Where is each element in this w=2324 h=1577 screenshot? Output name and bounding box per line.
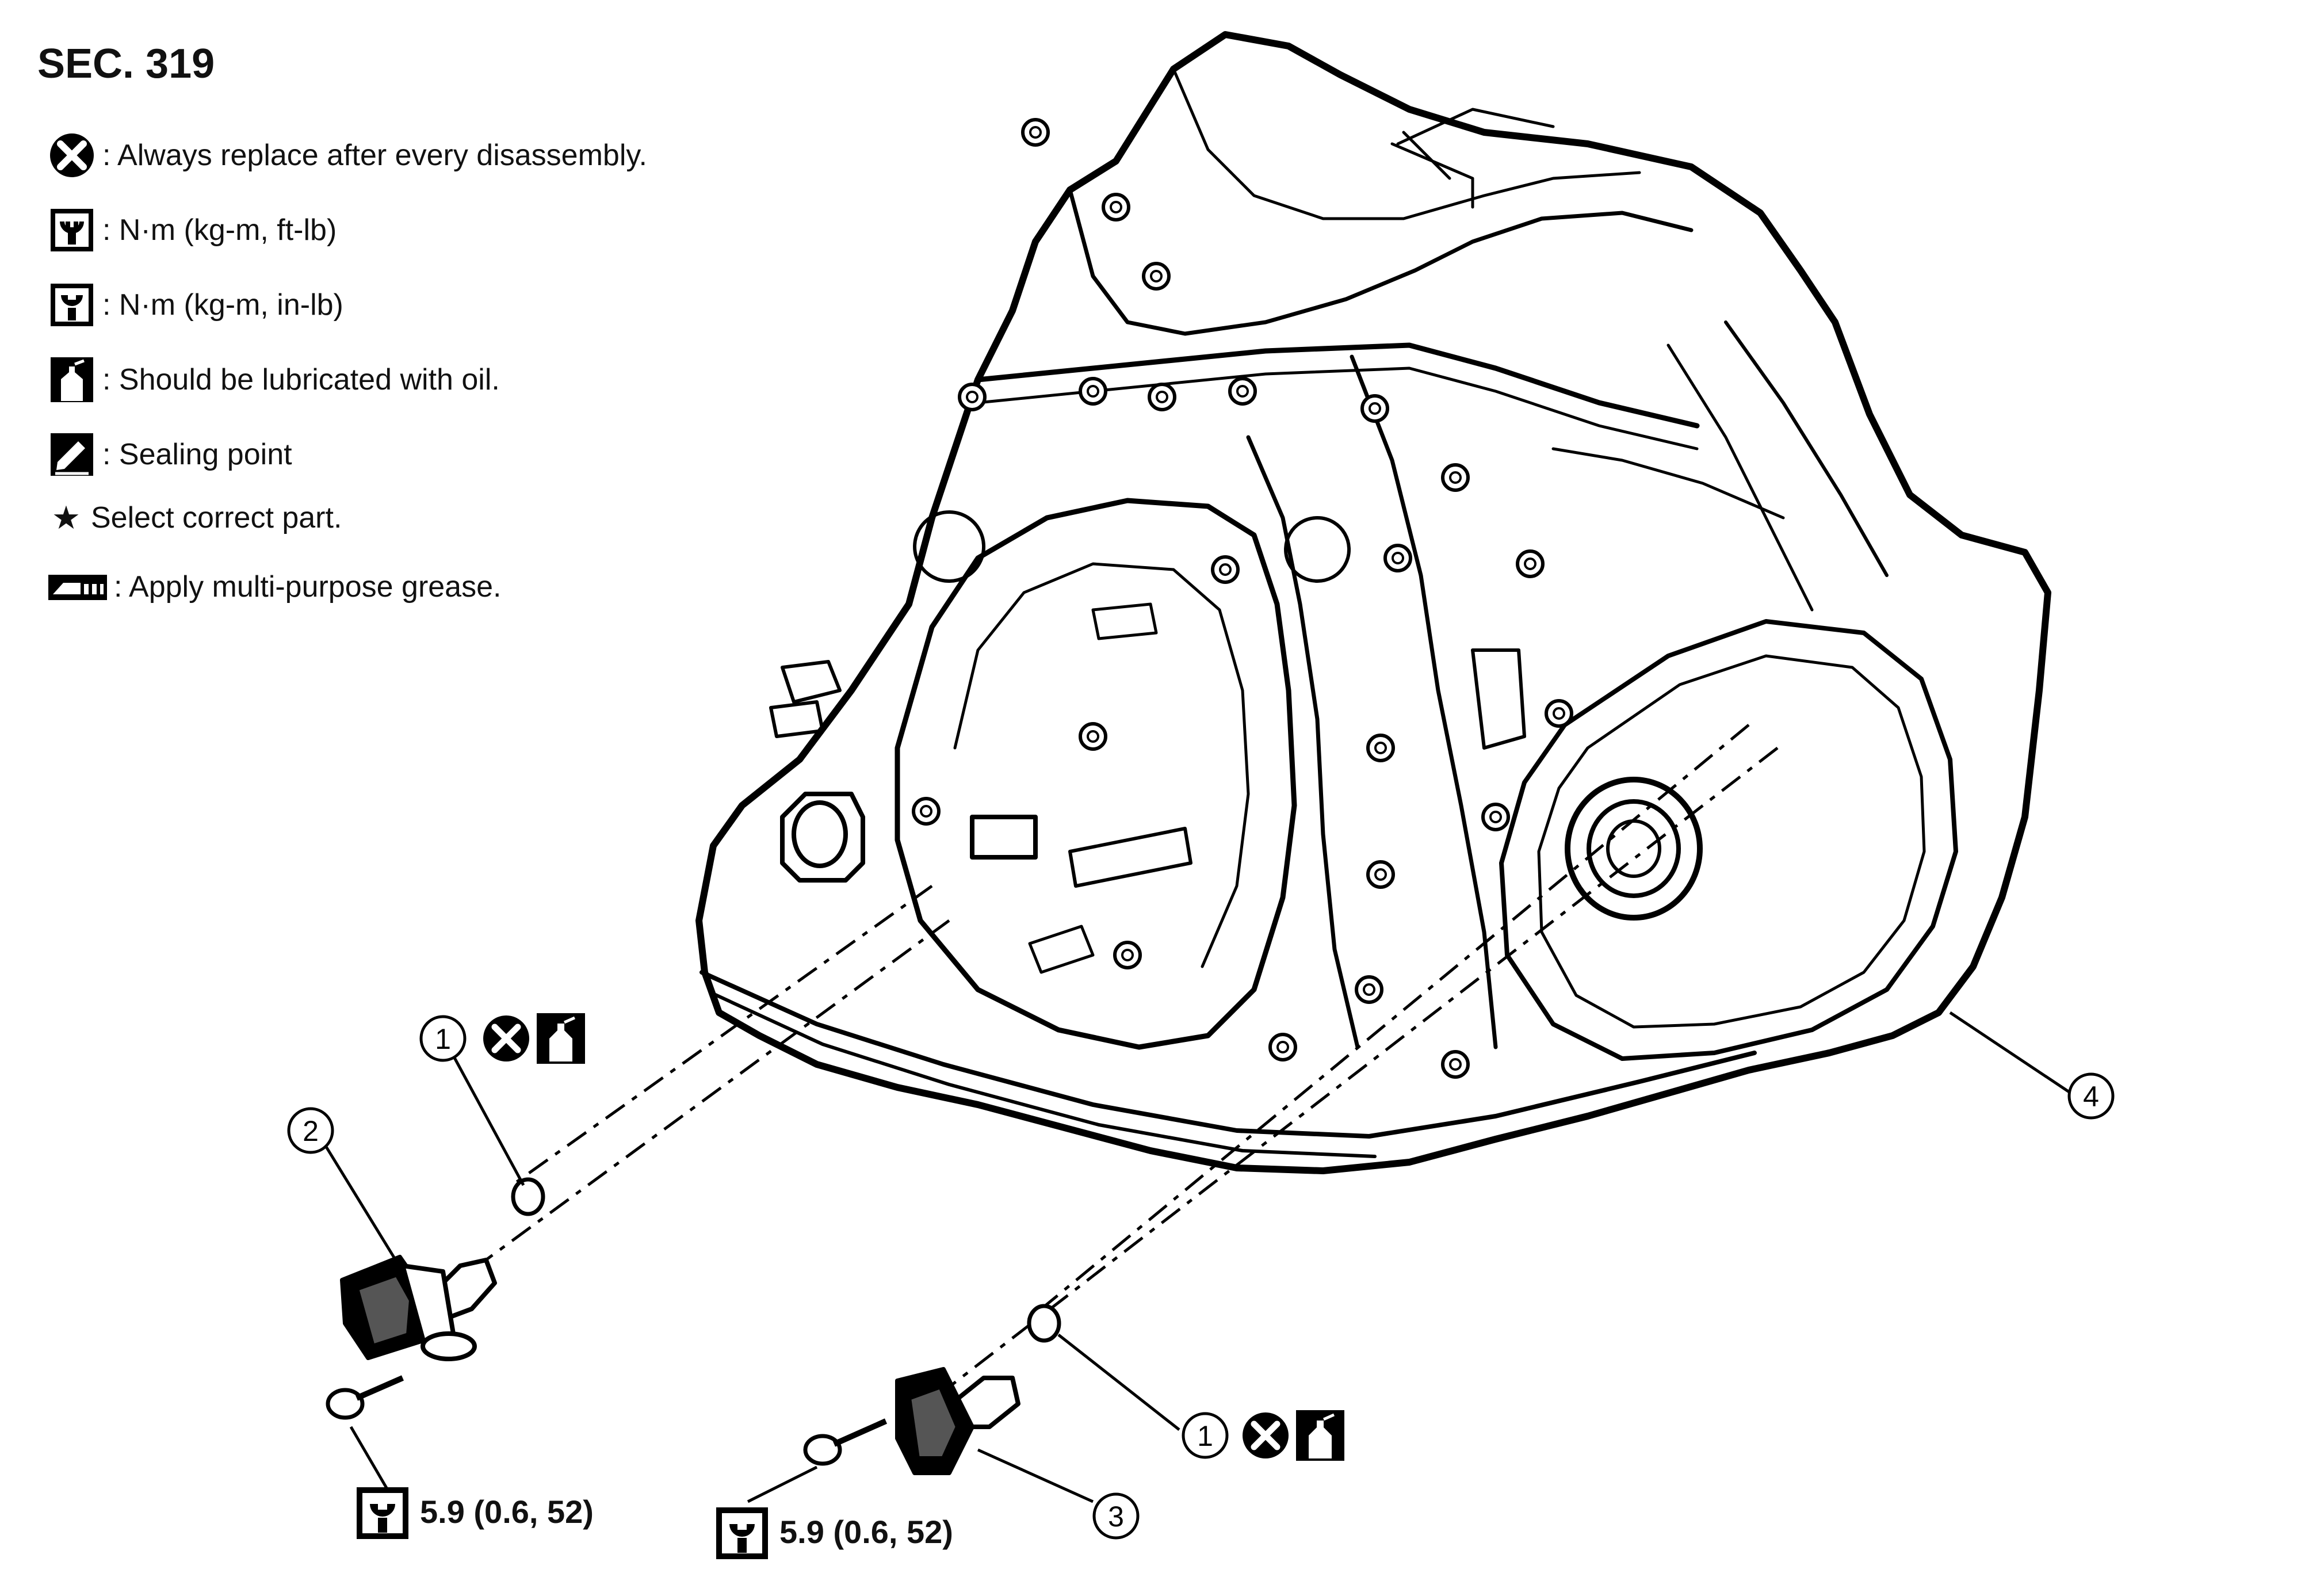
callout-2: 2 xyxy=(287,1107,334,1154)
sensor-bolts xyxy=(326,1375,888,1466)
input-speed-sensor xyxy=(340,1255,497,1361)
transaxle-case xyxy=(695,31,2051,1174)
legend-row-sealing: : Sealing point xyxy=(46,429,292,480)
callout-number: 1 xyxy=(435,1023,451,1055)
output-speed-sensor xyxy=(895,1367,1020,1475)
legend-text: : N·m (kg-m, ft-lb) xyxy=(102,213,337,247)
legend-text: : Apply multi-purpose grease. xyxy=(114,570,502,604)
o-ring-lower xyxy=(1027,1304,1061,1343)
legend-text: : Should be lubricated with oil. xyxy=(102,363,500,396)
legend-text: Select correct part. xyxy=(91,501,342,534)
torque-spec-right: 5.9 (0.6, 52) xyxy=(779,1514,953,1550)
case-bolts xyxy=(913,120,1572,1077)
legend-row-torque-ftlb: : N·m (kg-m, ft-lb) xyxy=(46,204,337,256)
replace-icon xyxy=(50,133,94,177)
section-title: SEC. 319 xyxy=(37,41,215,87)
legend-row-grease: : Apply multi-purpose grease. xyxy=(46,561,501,613)
callouts: 1 2 3 4 1 xyxy=(287,1013,2115,1540)
torque-icon-left xyxy=(357,1487,408,1539)
legend-row-star: ★ Select correct part. xyxy=(46,492,342,544)
sealing-point-icon xyxy=(51,433,93,476)
torque-inlb-icon xyxy=(51,284,93,326)
callout-4: 4 xyxy=(2067,1072,2115,1120)
callout-number: 1 xyxy=(1197,1420,1213,1452)
legend-text: : Sealing point xyxy=(102,438,292,471)
legend-row-torque-inlb: : N·m (kg-m, in-lb) xyxy=(46,279,343,331)
assembly-lines xyxy=(453,724,1779,1428)
callout-1-lower: 1 xyxy=(1182,1410,1344,1461)
torque-ftlb-icon xyxy=(51,209,93,251)
callout-1-upper: 1 xyxy=(419,1013,585,1064)
callout-number: 4 xyxy=(2083,1080,2099,1113)
legend-text: : Always replace after every disassembly… xyxy=(102,139,647,172)
torque-spec-left: 5.9 (0.6, 52) xyxy=(420,1494,594,1530)
callout-number: 3 xyxy=(1108,1500,1124,1533)
legend-text: : N·m (kg-m, in-lb) xyxy=(102,288,343,322)
legend-row-replace: : Always replace after every disassembly… xyxy=(46,129,647,181)
star-icon: ★ xyxy=(51,499,81,536)
legend-row-oil: : Should be lubricated with oil. xyxy=(46,354,500,406)
leader-lines xyxy=(323,1011,2072,1503)
callout-number: 2 xyxy=(303,1115,319,1147)
callout-3: 3 xyxy=(1092,1492,1140,1540)
grease-icon xyxy=(48,575,107,600)
o-ring-upper xyxy=(511,1177,545,1216)
torque-icon-right xyxy=(716,1507,768,1559)
oil-can-icon xyxy=(51,357,93,402)
